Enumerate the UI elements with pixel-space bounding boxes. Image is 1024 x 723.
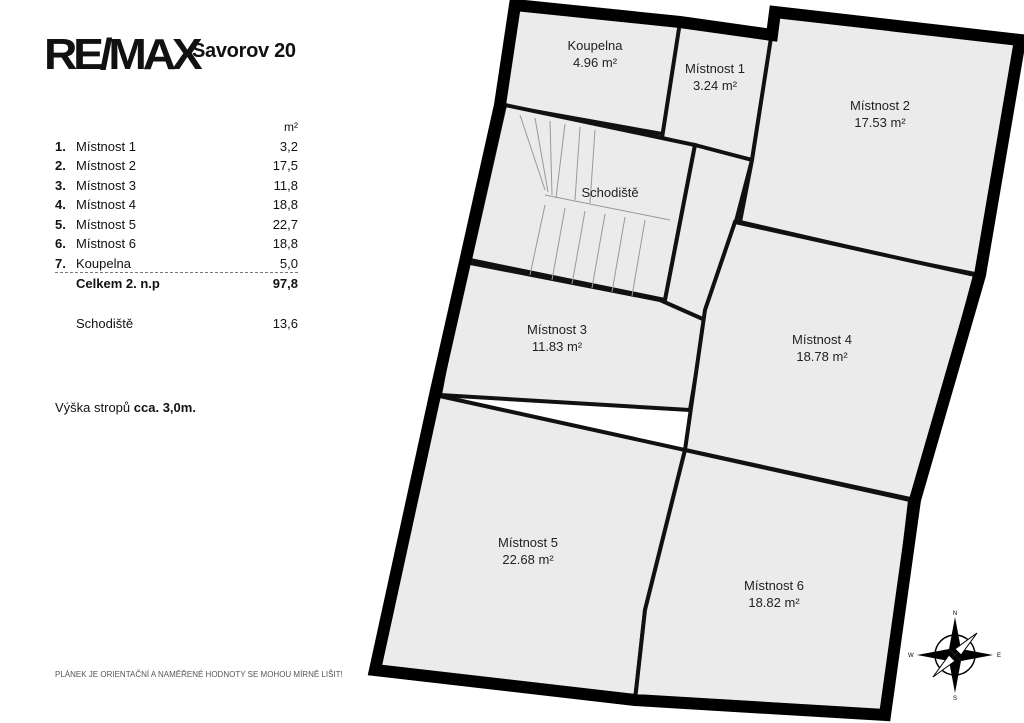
- room-area: 22.68 m²: [502, 552, 554, 567]
- total-row: Celkem 2. n.p 97,8: [55, 276, 298, 294]
- row-value: 18,8: [272, 197, 298, 212]
- room-name: Místnost 5: [498, 535, 558, 550]
- total-label: Celkem 2. n.p: [76, 276, 160, 291]
- room-name: 3.24 m²: [693, 78, 738, 93]
- table-row: 5. Místnost 5 22,7: [55, 217, 298, 235]
- row-value: 22,7: [272, 217, 298, 232]
- room-name: Místnost 4: [792, 332, 852, 347]
- unit-header: m²: [284, 120, 298, 134]
- row-value: 18,8: [272, 236, 298, 251]
- page-title: Savorov 20: [192, 40, 296, 62]
- row-number: 5.: [55, 217, 66, 232]
- room-area: 18.82 m²: [748, 595, 800, 610]
- row-label: Místnost 2: [76, 158, 136, 173]
- ceiling-value: cca. 3,0m.: [133, 400, 196, 415]
- room-area: 4.96 m²: [573, 55, 618, 70]
- ceiling-label: Výška stropů: [55, 400, 131, 415]
- row-number: 1.: [55, 139, 66, 154]
- row-number: 4.: [55, 197, 66, 212]
- row-label: Koupelna: [76, 256, 131, 271]
- stairs-row: Schodiště 13,6: [55, 316, 298, 334]
- table-row: 1. Místnost 1 3,2: [55, 139, 298, 157]
- stair-treads: [519, 114, 671, 297]
- row-label: Místnost 3: [76, 178, 136, 193]
- row-value: 3,2: [279, 139, 298, 154]
- compass-n: N: [953, 611, 957, 617]
- room-area: 17.53 m²: [854, 115, 906, 130]
- table-row: 3. Místnost 3 11,8: [55, 178, 298, 196]
- compass-s: S: [953, 696, 957, 702]
- row-label: Místnost 6: [76, 236, 136, 251]
- table-row: 4. Místnost 4 18,8: [55, 197, 298, 215]
- remax-logo: RE/MAX: [44, 30, 203, 79]
- row-number: 7.: [55, 256, 66, 271]
- row-value: 11,8: [273, 178, 298, 193]
- row-value: 5,0: [279, 256, 298, 271]
- room-name: Schodiště: [581, 185, 638, 200]
- room-name: Koupelna: [568, 38, 624, 53]
- total-value: 97,8: [272, 276, 298, 291]
- table-row: 2. Místnost 2 17,5: [55, 158, 298, 176]
- stairs-label: Schodiště: [76, 316, 134, 331]
- outer-wall: [367, 0, 1024, 722]
- row-value: 17,5: [272, 158, 298, 173]
- divider: [55, 272, 298, 273]
- room-area: 11.83 m²: [532, 339, 583, 354]
- compass-w: W: [908, 653, 914, 659]
- room-name: Místnost 6: [744, 578, 804, 593]
- room-name: Místnost 3: [527, 322, 587, 337]
- row-label: Místnost 1: [76, 139, 136, 154]
- row-label: Místnost 4: [76, 197, 136, 212]
- compass-e: E: [997, 653, 1001, 659]
- disclaimer: PLÁNEK JE ORIENTAČNÍ A NAMĚŘENÉ HODNOTY …: [55, 670, 343, 679]
- row-number: 6.: [55, 236, 66, 251]
- rooms: [372, 2, 1023, 718]
- room-area: 18.78 m²: [796, 349, 848, 364]
- compass-rose-icon: N S E W: [908, 611, 1001, 702]
- table-row: 6. Místnost 6 18,8: [55, 236, 298, 254]
- ceiling-height: Výška stropů cca. 3,0m.: [55, 400, 196, 415]
- room-labels: Koupelna 4.96 m² Místnost 1 3.24 m² Míst…: [498, 38, 910, 610]
- table-row: 7. Koupelna 5,0: [55, 256, 298, 274]
- room-name: Místnost 1: [685, 61, 745, 76]
- row-number: 2.: [55, 158, 66, 173]
- row-number: 3.: [55, 178, 66, 193]
- room-name: Místnost 2: [850, 98, 910, 113]
- stairs-value: 13,6: [272, 316, 298, 331]
- row-label: Místnost 5: [76, 217, 136, 232]
